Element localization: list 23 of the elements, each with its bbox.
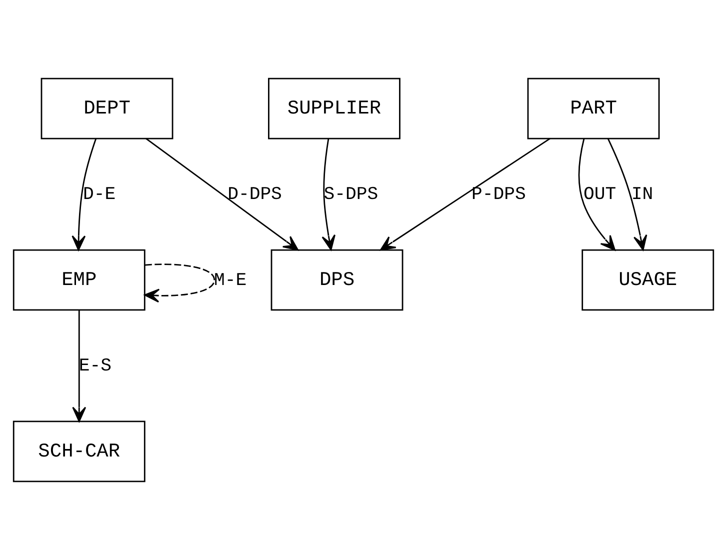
arrow xyxy=(607,138,648,250)
arrow xyxy=(144,264,216,303)
arrow xyxy=(72,138,97,251)
node-box: SUPPLIER xyxy=(268,78,400,140)
arrow xyxy=(146,138,298,251)
edge-label: D-DPS xyxy=(228,185,282,206)
arrow xyxy=(72,310,86,422)
node-box: PART xyxy=(527,78,660,140)
node-box: USAGE xyxy=(582,249,714,311)
edge-label: IN xyxy=(631,185,654,206)
node-box: DPS xyxy=(270,249,404,311)
node-box: EMP xyxy=(12,249,146,311)
arrow xyxy=(322,138,336,250)
arrow xyxy=(380,138,550,251)
edge-label: P-DPS xyxy=(472,185,526,206)
node-box: DEPT xyxy=(40,78,174,140)
edge-label: E-S xyxy=(78,356,112,376)
edge-label: OUT xyxy=(583,185,616,206)
edge-label: S-DPS xyxy=(324,185,378,206)
edge-label: D-E xyxy=(83,185,116,206)
arrow xyxy=(578,138,616,251)
edge-label: M-E xyxy=(214,270,247,291)
node-box: SCH-CAR xyxy=(12,420,146,482)
